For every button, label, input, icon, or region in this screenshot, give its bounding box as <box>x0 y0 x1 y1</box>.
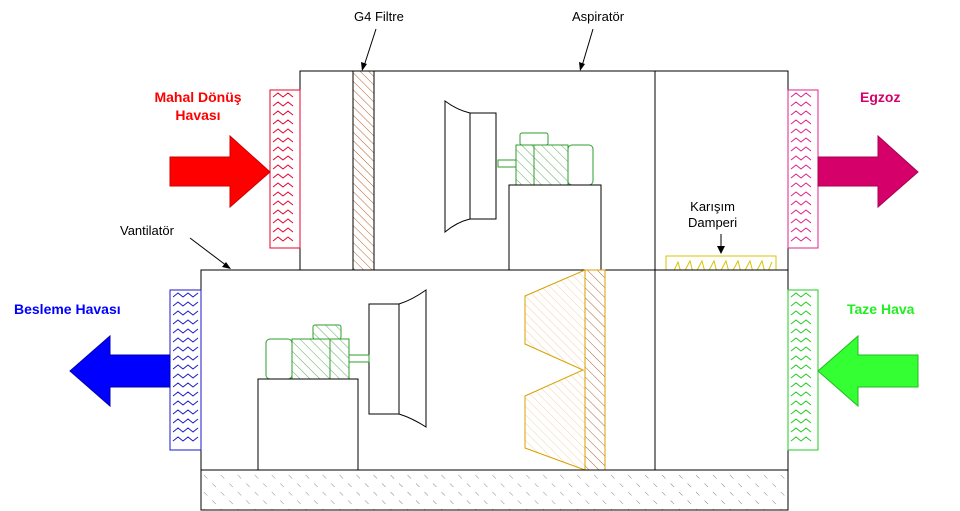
mixing-damper-label: Karışım Damperi <box>688 199 737 231</box>
supply-motor-base <box>257 378 359 471</box>
supply-air-label: Besleme Havası <box>14 301 121 317</box>
damper-leader-line <box>717 234 725 254</box>
mixing-damper-label-line1: Karışım <box>690 199 735 214</box>
fresh-air-label: Taze Hava <box>847 301 915 317</box>
return-air-arrow-icon <box>169 134 271 209</box>
return-air-label-line2: Havası <box>175 107 221 123</box>
exhaust-air-arrow-icon <box>817 134 919 209</box>
fresh-air-arrow-icon <box>817 334 919 408</box>
exhaust-fan-label: Aspiratör <box>572 9 625 24</box>
filter-leader-line <box>361 28 377 71</box>
fresh-air-grille <box>787 289 819 451</box>
mixing-damper-label-line2: Damperi <box>688 215 738 230</box>
exhaust-motor-icon <box>497 132 594 186</box>
g4-filter <box>352 70 375 271</box>
exhaust-fan-icon <box>444 100 497 234</box>
filter-label: G4 Filtre <box>354 9 404 24</box>
return-air-grille <box>269 89 301 249</box>
return-air-label-line1: Mahal Dönüş <box>154 89 242 105</box>
exhaust-air-label: Egzoz <box>860 89 901 105</box>
base-plinth <box>200 469 789 511</box>
return-air-label: Mahal Dönüş Havası <box>138 88 258 124</box>
supply-fan-leader-line <box>189 237 231 269</box>
coil <box>524 269 606 471</box>
exhaust-motor-base <box>508 184 602 271</box>
exhaust-air-grille <box>787 89 819 249</box>
exhaust-fan-leader-line <box>579 28 594 71</box>
supply-air-arrow-icon <box>69 334 171 408</box>
supply-fan-icon <box>368 289 427 428</box>
supply-air-grille <box>169 289 202 451</box>
supply-motor-icon <box>265 324 370 380</box>
supply-fan-label: Vantilatör <box>120 223 174 238</box>
